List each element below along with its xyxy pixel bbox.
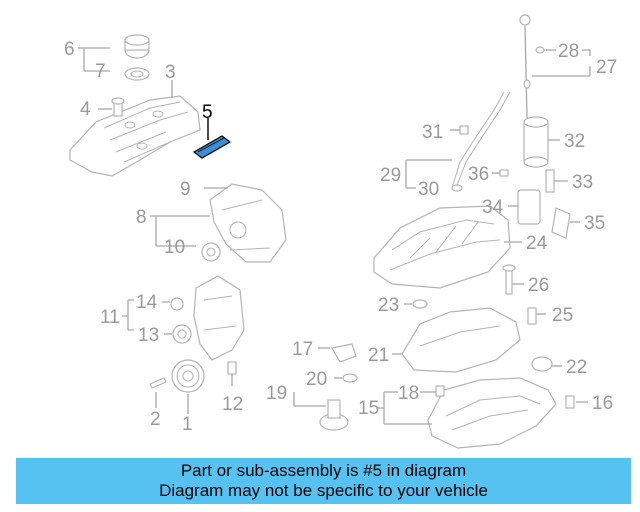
callout-3: 3 xyxy=(165,62,176,83)
callout-14: 14 xyxy=(136,292,158,313)
part-lower-oil-pan xyxy=(427,377,557,449)
part-oil-filler-cap xyxy=(124,34,150,59)
callout-16: 16 xyxy=(592,393,613,414)
callout-11: 11 xyxy=(100,307,120,328)
callout-10: 10 xyxy=(164,237,185,258)
callout-30: 30 xyxy=(418,179,439,200)
part-valve-cover xyxy=(69,95,201,177)
part-seal-13 xyxy=(172,324,192,344)
part-gasket-35 xyxy=(551,207,571,239)
callout-8: 8 xyxy=(136,207,147,228)
part-oring-20 xyxy=(342,373,358,383)
part-dipstick xyxy=(519,14,545,119)
info-banner: Part or sub-assembly is #5 in diagram Di… xyxy=(16,458,631,504)
callout-34: 34 xyxy=(482,197,504,218)
part-seal-10 xyxy=(201,242,221,262)
part-bolt-18 xyxy=(435,385,445,397)
callout-19: 19 xyxy=(266,383,287,404)
part-timing-cover-upper xyxy=(209,183,287,263)
callout-33: 33 xyxy=(572,172,593,193)
part-5-highlighted xyxy=(192,135,232,159)
callout-6: 6 xyxy=(64,39,75,60)
parts-diagram: 6 7 3 4 5 9 8 10 14 11 13 2 1 12 28 27 3… xyxy=(64,14,617,449)
callout-20: 20 xyxy=(306,369,327,390)
callout-13: 13 xyxy=(138,325,159,346)
part-bolt-31 xyxy=(450,125,469,135)
part-oil-filter xyxy=(523,116,549,168)
part-plug-14 xyxy=(170,297,184,311)
callout-5-highlighted: 5 xyxy=(202,102,213,123)
part-bolt-12 xyxy=(227,361,237,386)
part-oring-23 xyxy=(412,299,428,309)
callout-27: 27 xyxy=(596,57,617,78)
part-bolt-4 xyxy=(111,97,125,117)
callout-36: 36 xyxy=(468,164,489,185)
callout-9: 9 xyxy=(180,179,191,200)
part-upper-oil-pan xyxy=(373,205,511,289)
callout-23: 23 xyxy=(378,295,399,316)
part-bolt-25 xyxy=(527,307,537,325)
callout-32: 32 xyxy=(564,131,585,152)
callout-31: 31 xyxy=(422,122,443,143)
callout-28: 28 xyxy=(558,41,579,62)
part-timing-cover-lower xyxy=(193,275,245,361)
callout-18: 18 xyxy=(398,383,419,404)
part-bolt-2 xyxy=(149,377,167,389)
callout-25: 25 xyxy=(552,305,573,326)
callout-26: 26 xyxy=(528,275,549,296)
callout-12: 12 xyxy=(222,394,243,415)
part-bolt-36 xyxy=(492,169,509,177)
part-cooler-34 xyxy=(517,189,541,225)
banner-line-part-number: Part or sub-assembly is #5 in diagram xyxy=(180,461,467,480)
callout-2: 2 xyxy=(150,409,161,430)
part-sensor-33 xyxy=(545,169,555,193)
callout-29: 29 xyxy=(380,165,401,186)
part-oring-30 xyxy=(451,184,463,192)
callout-17: 17 xyxy=(292,339,313,360)
part-bolt-26 xyxy=(502,264,516,295)
callout-4: 4 xyxy=(80,99,91,120)
part-cap-seal xyxy=(124,67,150,81)
part-crank-pulley xyxy=(171,359,205,393)
callout-1: 1 xyxy=(182,414,193,435)
callout-21: 21 xyxy=(368,345,389,366)
part-dipstick-tube xyxy=(451,91,511,189)
part-drain-plug-16 xyxy=(565,395,575,409)
callout-35: 35 xyxy=(584,213,605,234)
callout-24: 24 xyxy=(526,233,548,254)
callout-7: 7 xyxy=(95,61,106,82)
banner-line-disclaimer: Diagram may not be specific to your vehi… xyxy=(159,481,488,500)
part-baffle xyxy=(401,307,521,373)
callout-22: 22 xyxy=(566,357,587,378)
part-plug-22 xyxy=(531,356,553,372)
part-sensor-17 xyxy=(331,343,357,363)
part-level-sensor xyxy=(319,399,349,431)
callout-15: 15 xyxy=(358,398,379,419)
